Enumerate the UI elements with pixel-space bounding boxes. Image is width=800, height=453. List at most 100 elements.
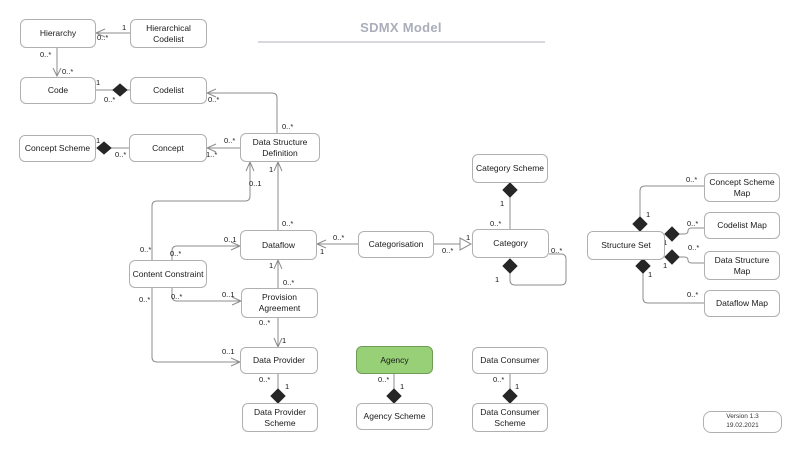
node-label: Data Structure Map (714, 254, 770, 276)
version-date: 19.02.2021 (726, 422, 759, 429)
multiplicity-label: 0..* (687, 290, 698, 299)
diamond-icon (635, 258, 651, 274)
node-content-constraint[interactable]: Content Constraint (129, 260, 207, 288)
node-label: Categorisation (368, 239, 424, 250)
multiplicity-label: 0..* (208, 95, 219, 104)
multiplicity-label: 0..* (40, 50, 51, 59)
multiplicity-label: 0..* (333, 233, 344, 242)
diamond-icon (96, 141, 112, 155)
multiplicity-label: 1 (663, 261, 667, 270)
node-concept-scheme[interactable]: Concept Scheme (19, 135, 96, 162)
edge-dataflow-dsd (273, 160, 283, 230)
multiplicity-label: 0..* (688, 243, 699, 252)
multiplicity-label: 0..* (282, 122, 293, 131)
edge-dsd-codelist (205, 88, 278, 133)
node-label: Agency Scheme (363, 411, 426, 422)
multiplicity-label: 1 (96, 78, 100, 87)
multiplicity-label: 0..* (97, 33, 108, 42)
node-label: Codelist (153, 85, 184, 96)
multiplicity-label: 0..* (171, 292, 182, 301)
multiplicity-label: 1..* (206, 150, 217, 159)
multiplicity-label: 1 (285, 382, 289, 391)
multiplicity-label: 0..* (686, 175, 697, 184)
node-data-structure-definition[interactable]: Data Structure Definition (240, 133, 320, 162)
node-agency[interactable]: Agency (356, 346, 433, 374)
node-dataflow-map[interactable]: Dataflow Map (704, 290, 780, 317)
multiplicity-label: 0..* (62, 67, 73, 76)
edge-contentconstraint-dsd (151, 160, 255, 260)
multiplicity-label: 0..* (493, 375, 504, 384)
node-label: Hierarchical Codelist (146, 22, 191, 44)
node-hierarchical-codelist[interactable]: Hierarchical Codelist (130, 19, 207, 48)
multiplicity-label: 0..* (378, 375, 389, 384)
edge-structureset-codelistmap (679, 227, 704, 235)
node-codelist[interactable]: Codelist (130, 77, 207, 104)
node-label: Hierarchy (39, 28, 77, 39)
node-categorisation[interactable]: Categorisation (358, 231, 434, 258)
node-concept[interactable]: Concept (129, 134, 207, 162)
diamond-icon (632, 216, 648, 232)
node-label: Content Constraint (132, 268, 204, 279)
version-line: Version 1.3 (726, 413, 759, 421)
node-data-consumer-scheme[interactable]: Data Consumer Scheme (472, 403, 548, 432)
multiplicity-label: 0..1 (222, 347, 235, 356)
multiplicity-label: 1 (269, 261, 273, 270)
multiplicity-label: 0..* (104, 95, 115, 104)
multiplicity-label: 1 (122, 23, 126, 32)
node-label: Code (47, 85, 69, 96)
node-label: Agency (380, 354, 409, 365)
edge-provisionagreement-dataprovider (273, 318, 283, 349)
multiplicity-label: 1 (515, 382, 519, 391)
diamond-icon (502, 388, 518, 404)
multiplicity-label: 1 (663, 238, 667, 247)
node-label: Data Provider (253, 355, 305, 366)
edge-hierarchy-code (52, 48, 62, 78)
multiplicity-label: 0..* (259, 318, 270, 327)
multiplicity-label: 1 (96, 136, 100, 145)
node-label: Data Structure Definition (252, 136, 308, 158)
diamond-icon (386, 388, 402, 404)
node-data-provider[interactable]: Data Provider (240, 347, 318, 374)
node-category-scheme[interactable]: Category Scheme (472, 154, 548, 183)
edge-categorisation-dataflow (315, 239, 358, 249)
multiplicity-label: 0..1 (222, 290, 235, 299)
node-label: Concept Scheme (24, 143, 91, 154)
node-category[interactable]: Category (472, 229, 549, 258)
diamond-icon (664, 249, 680, 265)
composition-diamond-icons (96, 83, 680, 404)
node-data-provider-scheme[interactable]: Data Provider Scheme (242, 403, 318, 432)
node-label: Category Scheme (475, 163, 545, 174)
multiplicity-label: 1 (282, 336, 286, 345)
node-codelist-map[interactable]: Codelist Map (704, 212, 780, 239)
multiplicity-label: 1 (269, 165, 273, 174)
node-label: Dataflow (261, 239, 296, 250)
node-label: Category (493, 238, 528, 249)
node-concept-scheme-map[interactable]: Concept Scheme Map (704, 173, 780, 202)
edge-dsd-concept (205, 143, 240, 153)
node-code[interactable]: Code (20, 77, 96, 104)
node-structure-set[interactable]: Structure Set (587, 231, 665, 260)
multiplicity-label: 1 (466, 233, 470, 242)
diamond-icon (112, 83, 128, 97)
edge-structureset-dataflowmap (642, 273, 704, 304)
edge-category-self-loop (509, 253, 567, 286)
node-data-structure-map[interactable]: Data Structure Map (704, 251, 780, 280)
node-data-consumer[interactable]: Data Consumer (472, 347, 548, 374)
node-dataflow[interactable]: Dataflow (240, 230, 317, 260)
edge-structureset-conceptschememap (639, 185, 704, 217)
multiplicity-label: 0..* (283, 278, 294, 287)
node-agency-scheme[interactable]: Agency Scheme (356, 403, 433, 430)
triangle-arrow-icon (459, 237, 473, 251)
node-provision-agreement[interactable]: Provision Agreement (241, 288, 318, 318)
multiplicity-label: 0..* (224, 136, 235, 145)
node-label: Codelist Map (717, 220, 767, 231)
multiplicity-label: 0..* (490, 219, 501, 228)
diamond-icon (664, 226, 680, 242)
multiplicity-label: 1 (320, 247, 324, 256)
node-label: Provision Agreement (258, 292, 301, 313)
multiplicity-label: 0..* (282, 219, 293, 228)
node-hierarchy[interactable]: Hierarchy (20, 19, 96, 48)
multiplicity-labels: 1 0..* 0..* 0..* 1 0..* 0..* 0..* 1 0..*… (40, 23, 699, 391)
